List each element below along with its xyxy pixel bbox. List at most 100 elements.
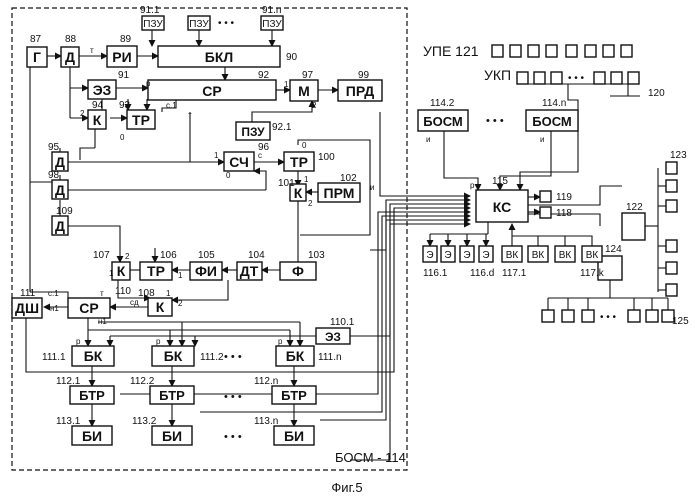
svg-text:110.1: 110.1 [330,317,355,328]
svg-text:93: 93 [119,100,131,111]
svg-text:р: р [146,79,151,88]
svg-text:88: 88 [65,34,77,45]
svg-text:1: 1 [284,80,289,89]
svg-text:БК: БК [84,348,103,364]
block-bk2: БК [152,346,194,366]
svg-text:р: р [278,337,283,346]
upe-label: УПЕ 121 [423,43,479,59]
svg-text:105: 105 [198,250,215,261]
block-tr106: ТР [140,262,172,280]
svg-text:ПЗУ: ПЗУ [241,125,265,139]
svg-text:0: 0 [120,133,125,142]
svg-text:92.1: 92.1 [272,122,292,133]
block-bkl: БКЛ [158,46,280,67]
svg-text:БК: БК [164,348,183,364]
block-tr100: ТР [284,152,314,171]
svg-text:91.n: 91.n [262,5,281,16]
block-vk2: ВК [528,246,548,262]
svg-text:110: 110 [115,286,131,297]
svg-text:К: К [294,185,303,201]
block-btr1: БТР [70,386,114,404]
svg-text:1: 1 [166,289,171,298]
block-e1: Э [423,246,437,262]
svg-text:т: т [90,46,94,55]
svg-text:с: с [258,151,262,160]
block-prm: ПРМ [318,183,360,202]
svg-text:98: 98 [48,170,60,181]
svg-text:сд: сд [130,298,139,307]
svg-text:т: т [188,111,192,120]
svg-text:115: 115 [492,176,508,187]
svg-text:БИ: БИ [284,428,304,444]
block-118 [540,207,551,218]
block-ks: КС [476,190,528,222]
svg-text:1: 1 [214,151,219,160]
svg-text:118: 118 [556,208,572,219]
svg-text:н1: н1 [50,304,59,313]
svg-text:ВК: ВК [532,250,545,261]
svg-text:1: 1 [178,271,183,280]
svg-text:100: 100 [318,152,335,163]
block-pzu-91-n: ПЗУ [261,16,283,30]
svg-text:92: 92 [258,70,270,81]
svg-text:р: р [156,337,161,346]
svg-text:107: 107 [93,250,110,261]
block-vk4: ВК [582,246,602,262]
svg-text:ВК: ВК [586,250,599,261]
svg-text:91.1: 91.1 [140,5,160,16]
svg-text:К: К [117,263,126,279]
svg-text:БТР: БТР [281,388,307,403]
svg-text:95: 95 [48,142,60,153]
svg-text:БКЛ: БКЛ [205,49,233,65]
block-btrn: БТР [272,386,316,404]
svg-text:ВК: ВК [559,250,572,261]
block-e4: Э [479,246,493,262]
svg-text:ПЗУ: ПЗУ [143,19,163,30]
svg-text:90: 90 [286,52,298,63]
svg-text:112.1: 112.1 [56,376,81,387]
block-btr2: БТР [150,386,194,404]
svg-text:113.2: 113.2 [132,416,157,427]
svg-text:н1: н1 [98,317,107,326]
block-e3: Э [460,246,474,262]
svg-text:ВК: ВК [506,250,519,261]
svg-text:2: 2 [125,252,130,261]
block-dsh: ДШ [12,298,42,318]
svg-text:2: 2 [80,109,85,118]
svg-text:Г: Г [33,49,41,65]
svg-text:109: 109 [56,206,73,217]
block-122 [622,213,645,240]
block-bi2: БИ [152,426,192,445]
svg-text:Д: Д [65,49,75,65]
svg-text:111.2: 111.2 [200,352,224,363]
block-k94: К [88,110,106,129]
svg-text:ЭЗ: ЭЗ [93,82,112,98]
bk-ellipsis: • • • [224,351,242,363]
block-sch: СЧ [224,152,254,171]
svg-text:ТР: ТР [290,154,308,170]
svg-text:123: 123 [670,150,687,161]
block-pzu92: ПЗУ [236,122,270,140]
block-pzu-91-1: ПЗУ [142,16,164,30]
svg-text:101: 101 [278,178,295,189]
block-dt: ДТ [237,262,262,280]
svg-text:116.d: 116.d [470,268,494,279]
svg-text:ПРД: ПРД [346,83,375,99]
block-ez91: ЭЗ [88,80,116,99]
svg-text:и: и [426,135,430,144]
bosm-ellipsis: • • • [486,115,504,127]
block-d109: Д [52,216,68,235]
block-bosm-114-n: БОСМ [526,110,578,131]
block-e2: Э [441,246,455,262]
svg-text:БК: БК [286,348,305,364]
svg-text:ТР: ТР [147,263,165,279]
block-tr93: ТР [127,110,155,129]
svg-text:Д: Д [55,154,65,170]
svg-text:ДШ: ДШ [15,300,39,316]
svg-text:103: 103 [308,250,325,261]
svg-text:БИ: БИ [162,428,182,444]
svg-text:114.n: 114.n [542,98,566,109]
svg-text:Д: Д [55,182,65,198]
svg-text:1: 1 [304,175,309,184]
svg-text:БОСМ: БОСМ [532,114,572,129]
